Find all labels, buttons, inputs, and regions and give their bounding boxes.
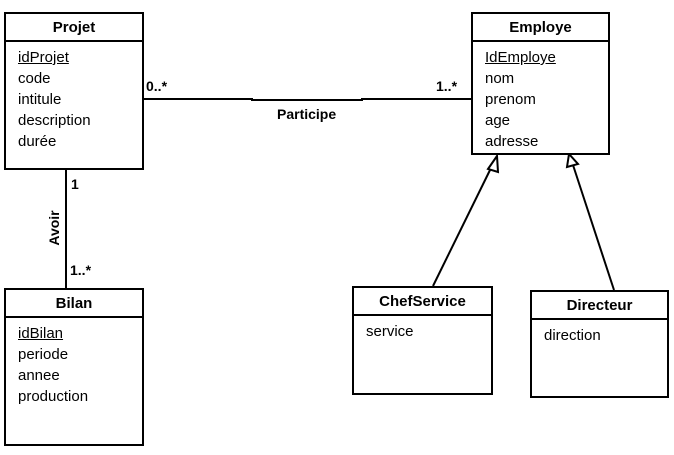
attribute: description bbox=[18, 112, 91, 129]
attribute-primary-key: IdEmploye bbox=[485, 49, 556, 66]
class-title-employe: Employe bbox=[473, 14, 608, 42]
attribute-list-directeur: direction bbox=[532, 320, 667, 346]
attribute: production bbox=[18, 388, 89, 405]
association-label-participe: Participe bbox=[277, 106, 337, 122]
class-projet[interactable]: Projet idProjet code intitule descriptio… bbox=[4, 12, 144, 170]
class-bilan[interactable]: Bilan idBilan periode annee production bbox=[4, 288, 144, 446]
attribute: nom bbox=[485, 70, 515, 87]
attribute: annee bbox=[18, 367, 60, 384]
attribute-list-employe: IdEmploye nom prenom age adresse bbox=[473, 42, 608, 152]
attribute: prenom bbox=[485, 91, 536, 108]
association-label-avoir: Avoir bbox=[46, 210, 62, 246]
attribute-primary-key: idProjet bbox=[18, 49, 69, 66]
attribute-list-projet: idProjet code intitule description durée bbox=[6, 42, 142, 152]
multiplicity-participe-employe: 1..* bbox=[436, 78, 458, 94]
class-title-directeur: Directeur bbox=[532, 292, 667, 320]
class-employe[interactable]: Employe IdEmploye nom prenom age adresse bbox=[471, 12, 610, 155]
attribute: adresse bbox=[485, 133, 539, 150]
class-title-bilan: Bilan bbox=[6, 290, 142, 318]
class-title-chefservice: ChefService bbox=[354, 288, 491, 316]
multiplicity-avoir-projet: 1 bbox=[71, 176, 79, 192]
inheritance-arrowhead-chefservice bbox=[486, 153, 500, 174]
attribute: code bbox=[18, 70, 51, 87]
multiplicity-participe-projet: 0..* bbox=[146, 78, 168, 94]
attribute: age bbox=[485, 112, 511, 129]
attribute: service bbox=[366, 323, 414, 340]
attribute-list-chefservice: service bbox=[354, 316, 491, 342]
association-line-participe bbox=[143, 98, 471, 101]
attribute: durée bbox=[18, 133, 57, 150]
inheritance-arrowhead-directeur bbox=[565, 151, 580, 169]
attribute: direction bbox=[544, 327, 601, 344]
attribute-primary-key: idBilan bbox=[18, 325, 64, 342]
attribute: periode bbox=[18, 346, 69, 363]
class-chefservice[interactable]: ChefService service bbox=[352, 286, 493, 395]
multiplicity-avoir-bilan: 1..* bbox=[70, 262, 92, 278]
generalization-line-directeur bbox=[572, 164, 615, 291]
class-directeur[interactable]: Directeur direction bbox=[530, 290, 669, 398]
class-title-projet: Projet bbox=[6, 14, 142, 42]
attribute-list-bilan: idBilan periode annee production bbox=[6, 318, 142, 407]
generalization-line-chefservice bbox=[432, 165, 493, 287]
attribute: intitule bbox=[18, 91, 62, 108]
